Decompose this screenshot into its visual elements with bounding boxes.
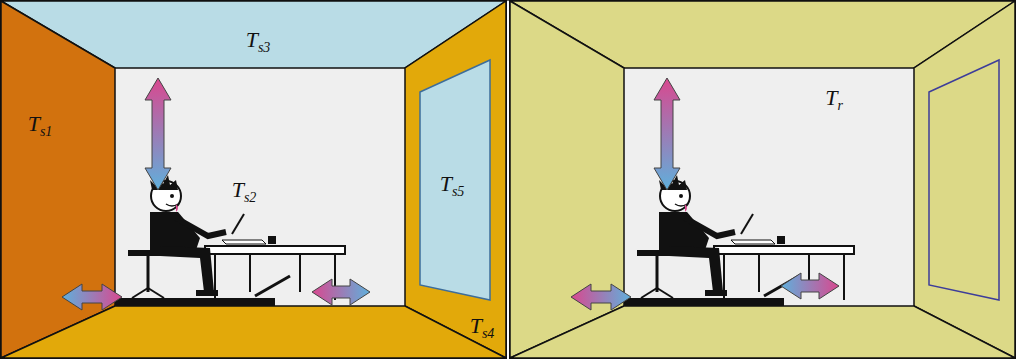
temperature-label: Ts4 (470, 315, 495, 337)
temperature-label: Ts2 (232, 179, 257, 201)
temperature-label: Ts3 (246, 29, 271, 51)
temperature-label: Ts5 (440, 173, 465, 195)
temperature-label: Tr (825, 87, 843, 109)
left-room (1, 1, 506, 358)
temperature-label: Ts1 (28, 113, 53, 135)
right-room (510, 1, 1015, 358)
